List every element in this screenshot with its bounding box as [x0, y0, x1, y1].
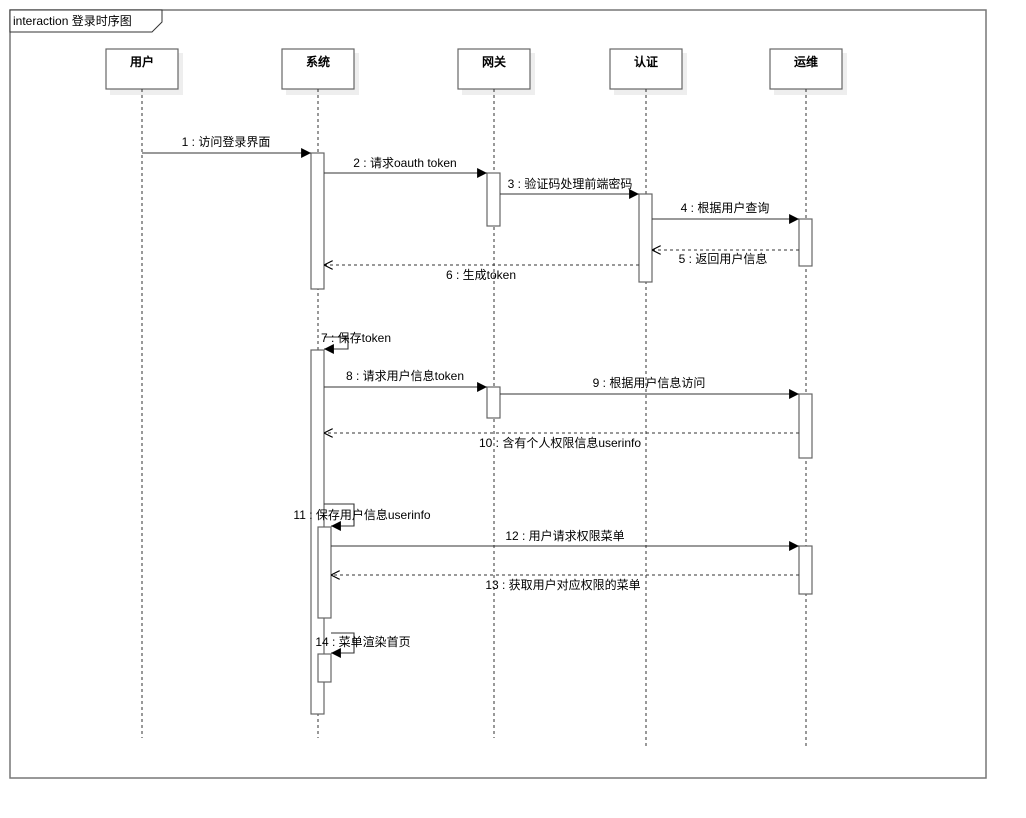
message-label: 9 : 根据用户信息访问 — [593, 375, 706, 390]
message-label: 14 : 菜单渲染首页 — [315, 634, 410, 649]
message-11-self: 11 : 保存用户信息userinfo — [293, 503, 431, 531]
message-label: 2 : 请求oauth token — [353, 156, 456, 170]
message-label: 10 : 含有个人权限信息userinfo — [479, 435, 641, 450]
message-5: 5 : 返回用户信息 — [652, 250, 799, 266]
activation-bar-system-nested — [317, 653, 332, 683]
message-label: 7 : 保存token — [321, 331, 391, 345]
message-12: 12 : 用户请求权限菜单 — [331, 528, 799, 551]
participant-gateway[interactable]: 网关 — [457, 48, 535, 95]
activation-bar-ops — [798, 218, 813, 267]
participant-label: 认证 — [634, 54, 658, 69]
activation-bar-auth — [638, 193, 653, 283]
activation-bar-ops — [798, 545, 813, 595]
participant-label: 网关 — [482, 54, 506, 69]
frame-title: interaction 登录时序图 — [13, 13, 132, 28]
message-label: 5 : 返回用户信息 — [679, 251, 768, 266]
participant-label: 系统 — [306, 54, 330, 69]
message-2: 2 : 请求oauth token — [324, 156, 487, 178]
activation-bar-system — [310, 152, 325, 290]
message-label: 1 : 访问登录界面 — [182, 134, 271, 149]
message-9: 9 : 根据用户信息访问 — [500, 375, 799, 399]
message-label: 8 : 请求用户信息token — [346, 368, 464, 383]
message-6: 6 : 生成token — [324, 265, 639, 282]
message-8: 8 : 请求用户信息token — [324, 368, 487, 392]
frame-title-tab — [9, 9, 163, 33]
participant-system[interactable]: 系统 — [281, 48, 359, 95]
message-label: 3 : 验证码处理前端密码 — [508, 176, 633, 191]
participant-user[interactable]: 用户 — [105, 48, 183, 95]
message-label: 11 : 保存用户信息userinfo — [293, 507, 430, 522]
participant-auth[interactable]: 认证 — [609, 48, 687, 95]
message-label: 4 : 根据用户查询 — [681, 200, 770, 215]
participant-label: 运维 — [794, 54, 818, 69]
participant-ops[interactable]: 运维 — [769, 48, 847, 95]
message-3: 3 : 验证码处理前端密码 — [500, 176, 639, 199]
interaction-frame — [9, 9, 987, 779]
message-7-self: 7 : 保存token — [321, 331, 391, 354]
activation-bar-gateway — [486, 172, 501, 227]
participant-label: 用户 — [129, 54, 154, 69]
activation-bar-ops — [798, 393, 813, 459]
message-label: 12 : 用户请求权限菜单 — [505, 528, 624, 543]
message-10: 10 : 含有个人权限信息userinfo — [324, 433, 799, 450]
message-14-self: 14 : 菜单渲染首页 — [315, 632, 411, 658]
message-13: 13 : 获取用户对应权限的菜单 — [331, 575, 799, 592]
message-label: 13 : 获取用户对应权限的菜单 — [485, 577, 640, 592]
message-1: 1 : 访问登录界面 — [142, 134, 311, 158]
message-4: 4 : 根据用户查询 — [652, 200, 799, 224]
activation-bar-gateway — [486, 386, 501, 419]
message-label: 6 : 生成token — [446, 268, 516, 282]
activation-bar-system-nested — [317, 526, 332, 619]
